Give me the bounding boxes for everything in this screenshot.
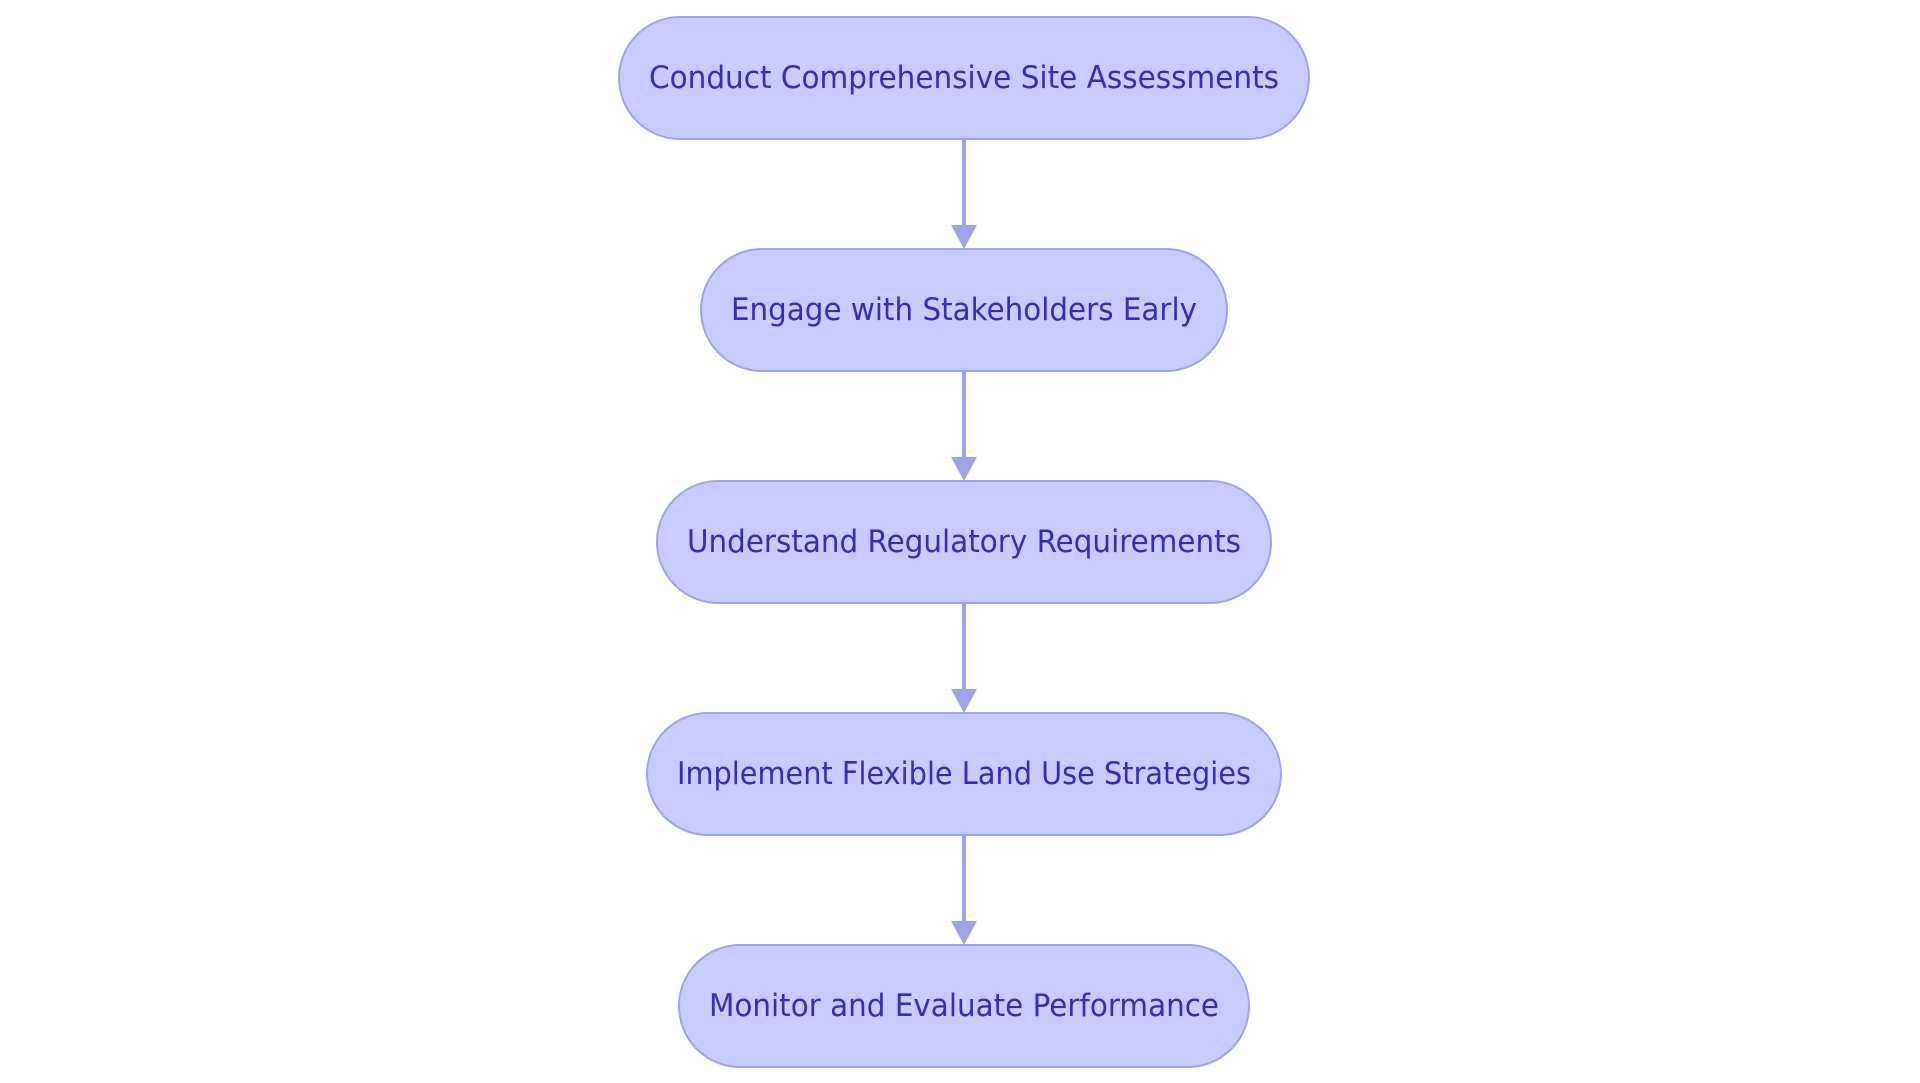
flow-node-shape	[678, 944, 1250, 1068]
flow-arrow-1	[951, 139, 977, 249]
flow-node-label: Implement Flexible Land Use Strategies	[677, 756, 1251, 792]
flow-arrowhead	[951, 689, 977, 713]
flow-node-label: Monitor and Evaluate Performance	[709, 988, 1219, 1024]
flow-node-shape	[656, 480, 1272, 604]
flowchart-nodes: Conduct Comprehensive Site AssessmentsEn…	[618, 16, 1310, 1068]
flow-arrow-4	[951, 835, 977, 945]
flow-node-shape	[618, 16, 1310, 140]
flow-node-label: Conduct Comprehensive Site Assessments	[649, 60, 1279, 96]
flow-arrowhead	[951, 921, 977, 945]
flow-node-1: Conduct Comprehensive Site Assessments	[618, 16, 1310, 140]
flow-arrow-2	[951, 371, 977, 481]
flow-arrowhead	[951, 457, 977, 481]
flow-node-2: Engage with Stakeholders Early	[700, 248, 1228, 372]
flow-arrow-3	[951, 603, 977, 713]
flow-node-label: Engage with Stakeholders Early	[731, 292, 1197, 328]
flowchart-edges	[951, 139, 977, 945]
flow-node-5: Monitor and Evaluate Performance	[678, 944, 1250, 1068]
flow-node-shape	[700, 248, 1228, 372]
flow-node-3: Understand Regulatory Requirements	[656, 480, 1272, 604]
flow-node-shape	[646, 712, 1282, 836]
flow-node-4: Implement Flexible Land Use Strategies	[646, 712, 1282, 836]
flow-arrowhead	[951, 225, 977, 249]
flow-node-label: Understand Regulatory Requirements	[687, 524, 1241, 560]
